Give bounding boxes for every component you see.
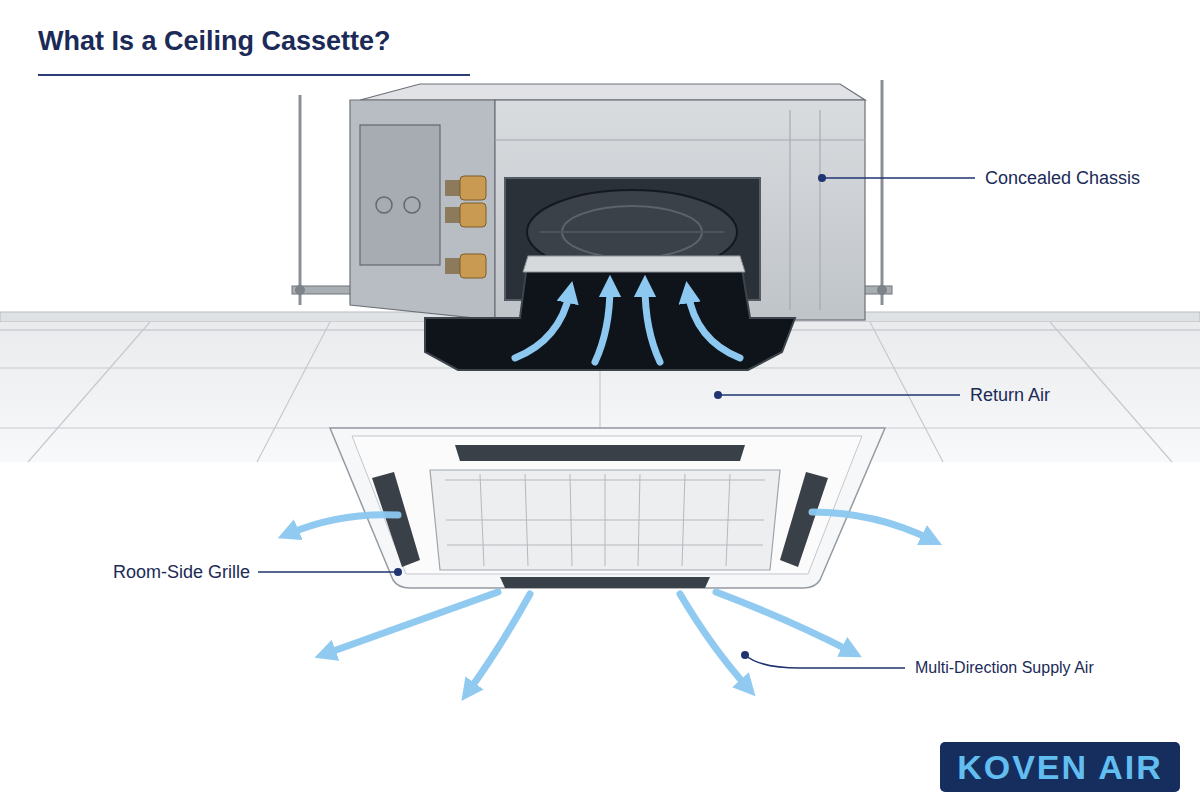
leader-lines	[258, 178, 975, 668]
callout-label: Return Air	[970, 385, 1050, 406]
return-funnel-shape	[425, 256, 795, 370]
panel-frame	[330, 428, 885, 588]
callout-label: Multi-Direction Supply Air	[915, 659, 1094, 677]
supply-arrow	[288, 515, 398, 534]
leader-line	[258, 571, 398, 573]
mount-bracket	[292, 286, 352, 294]
supply-arrow	[468, 594, 530, 692]
rod-nut	[295, 285, 305, 295]
leader-dot	[818, 174, 826, 182]
leader-dot	[394, 568, 402, 576]
grille-slat	[480, 474, 484, 566]
air-slot	[500, 577, 710, 588]
callout-label: Concealed Chassis	[985, 168, 1140, 189]
tile-line	[257, 322, 330, 462]
brass-fitting	[460, 203, 486, 227]
panel-inner	[352, 436, 862, 574]
brass-fitting	[460, 254, 486, 278]
tile-line	[28, 322, 150, 462]
tile-line	[599, 368, 600, 428]
callout-label: Room-Side Grille	[113, 562, 250, 583]
supply-air-arrows	[288, 512, 932, 692]
return-arrow	[645, 286, 660, 362]
return-funnel	[425, 256, 795, 370]
grille-slat	[570, 474, 572, 566]
tile-line	[1050, 322, 1172, 462]
title-holder: What Is a Ceiling Cassette?	[38, 26, 391, 57]
grille-slats	[445, 474, 765, 566]
grille-panel	[330, 428, 885, 588]
return-grille	[430, 470, 780, 570]
grille-slat	[525, 474, 528, 566]
electrical-box	[360, 125, 440, 265]
knockout	[376, 197, 392, 213]
leader-line	[822, 177, 975, 179]
return-air-arrows	[515, 286, 740, 362]
return-arrow	[515, 292, 570, 358]
leader-dot	[741, 651, 749, 659]
chassis-side	[350, 100, 495, 320]
leader-line	[718, 394, 960, 396]
grille-slat	[726, 474, 730, 566]
funnel-rim	[523, 256, 745, 272]
supply-arrow	[680, 594, 748, 688]
label-holder: Return Air	[970, 385, 1050, 406]
label-holder: Room-Side Grille	[113, 562, 250, 583]
air-slot	[780, 472, 828, 567]
knockout	[404, 197, 420, 213]
brass-fitting	[460, 176, 486, 200]
supply-arrow	[325, 592, 498, 654]
tile-line	[870, 322, 943, 462]
grille-slat	[682, 474, 685, 566]
grille-slat	[638, 474, 640, 566]
hanging-rod	[299, 95, 302, 305]
label-holder: Multi-Direction Supply Air	[915, 659, 1094, 677]
leader-dot	[714, 391, 722, 399]
air-slot	[372, 472, 420, 567]
leader-dots	[394, 174, 826, 659]
title-underline	[38, 74, 470, 76]
air-slot	[455, 445, 745, 461]
supply-arrow	[716, 592, 852, 652]
logo-text: KOVEN AIR	[957, 748, 1163, 787]
panel-rib	[495, 140, 865, 141]
label-holder: Concealed Chassis	[985, 168, 1140, 189]
diagram-title: What Is a Ceiling Cassette?	[38, 26, 391, 57]
grille-slat	[605, 474, 606, 566]
chassis-top	[360, 84, 865, 100]
hanging-rod	[881, 80, 884, 305]
logo-badge: KOVEN AIR	[940, 742, 1180, 792]
rod-nut	[877, 285, 887, 295]
leader-line	[745, 655, 905, 668]
return-arrow	[688, 292, 740, 358]
return-arrow	[595, 286, 610, 362]
fan-blades	[540, 231, 724, 233]
supply-arrow	[812, 512, 932, 540]
